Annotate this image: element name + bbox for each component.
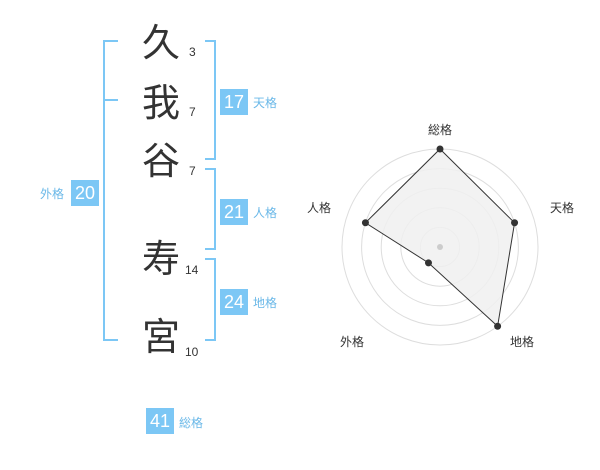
gaikaku-label: 外格 (40, 187, 65, 201)
name-char-4: 寿 (141, 237, 180, 281)
radar-point-3 (424, 259, 432, 267)
stroke-count-5: 10 (185, 345, 199, 359)
name-char-1: 久 (141, 21, 180, 65)
soukaku-label: 総格 (179, 416, 204, 430)
radar-point-1 (511, 219, 519, 227)
radar-chart (341, 145, 539, 346)
chikaku-value: 24 (220, 289, 248, 315)
name-char-5: 宮 (141, 315, 180, 359)
jinkaku-label: 人格 (253, 206, 278, 220)
chikaku-label: 地格 (253, 296, 278, 310)
tenkaku-value: 17 (220, 89, 248, 115)
name-char-2: 我 (141, 81, 180, 125)
stroke-count-3: 7 (189, 164, 196, 178)
radar-axis-label-soukaku: 総格 (428, 123, 453, 137)
name-char-3: 谷 (141, 139, 180, 183)
radar-center-dot (437, 244, 443, 250)
radar-point-0 (436, 145, 444, 153)
radar-axis-label-jinkaku: 人格 (307, 201, 332, 215)
stroke-count-2: 7 (189, 105, 196, 119)
radar-point-2 (494, 322, 502, 330)
soukaku-value: 41 (146, 408, 174, 434)
radar-value-polygon (364, 148, 516, 328)
jinkaku-value: 21 (220, 199, 248, 225)
radar-point-4 (361, 219, 369, 227)
gaikaku-value: 20 (71, 180, 99, 206)
stroke-count-4: 14 (185, 263, 199, 277)
radar-axis-label-gaikaku: 外格 (340, 335, 365, 349)
tenkaku-label: 天格 (253, 96, 278, 110)
stroke-count-1: 3 (189, 45, 196, 59)
radar-axis-label-tenkaku: 天格 (550, 201, 575, 215)
radar-axis-label-chikaku: 地格 (510, 335, 535, 349)
